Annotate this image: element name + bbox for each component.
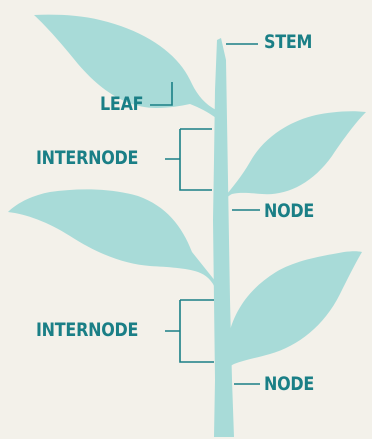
plant-shapes — [8, 14, 366, 437]
leaf-lower-right — [224, 251, 362, 372]
leader-lines — [150, 43, 260, 385]
leaf-upper-right — [222, 111, 366, 204]
label-internode-lower: INTERNODE — [36, 319, 139, 341]
plant-stem — [213, 38, 234, 437]
internode-upper-bracket — [165, 128, 212, 191]
label-leaf: LEAF — [100, 93, 144, 115]
label-internode-upper: INTERNODE — [36, 147, 139, 169]
leaf-middle-left — [8, 189, 216, 290]
label-stem: STEM — [264, 31, 313, 53]
internode-lower-bracket — [165, 299, 214, 363]
label-node-upper: NODE — [264, 200, 315, 222]
leaf-top-left — [34, 14, 216, 118]
label-node-lower: NODE — [264, 373, 315, 395]
leaf-leader-line — [150, 82, 173, 106]
